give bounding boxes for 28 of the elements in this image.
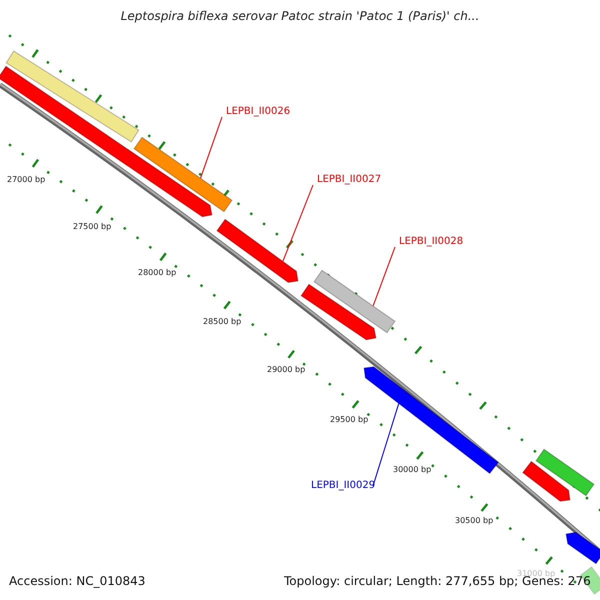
tick-label: 31000 bp [517, 569, 556, 578]
gene-feature [535, 448, 595, 496]
gene-label: LEPBI_II0028 [399, 236, 464, 248]
gene-label: LEPBI_II0029 [311, 480, 376, 492]
gene-feature [216, 218, 299, 284]
tick-label: 27000 bp [7, 175, 46, 184]
title: Leptospira biflexa serovar Patoc strain 'Patoc 1 (Paris)' ch... [120, 10, 480, 24]
tick-label: 28500 bp [203, 317, 242, 326]
gene-feature [522, 460, 571, 502]
gene-feature [300, 284, 377, 340]
leader-line [372, 403, 400, 486]
tick-label: 29000 bp [267, 365, 306, 374]
gene-feature [133, 136, 233, 212]
gene-feature [313, 270, 396, 334]
leader-line [200, 116, 222, 179]
accession-text: Accession: NC_010843 [9, 575, 146, 589]
gene-label: LEPBI_II0027 [317, 174, 382, 186]
gene-feature [6, 50, 140, 143]
leader-line [372, 246, 396, 306]
gene-feature [565, 532, 600, 564]
gene-feature [0, 66, 213, 218]
tick-label: 29500 bp [330, 415, 368, 424]
gene-label: LEPBI_II0026 [226, 106, 290, 118]
tick-label: 30000 bp [393, 465, 432, 474]
summary-text: Topology: circular; Length: 277,655 bp; Genes: 276 [284, 575, 591, 589]
leader-line [282, 184, 314, 262]
tick-label: 30500 bp [455, 516, 494, 526]
tick-label: 28000 bp [138, 268, 176, 278]
